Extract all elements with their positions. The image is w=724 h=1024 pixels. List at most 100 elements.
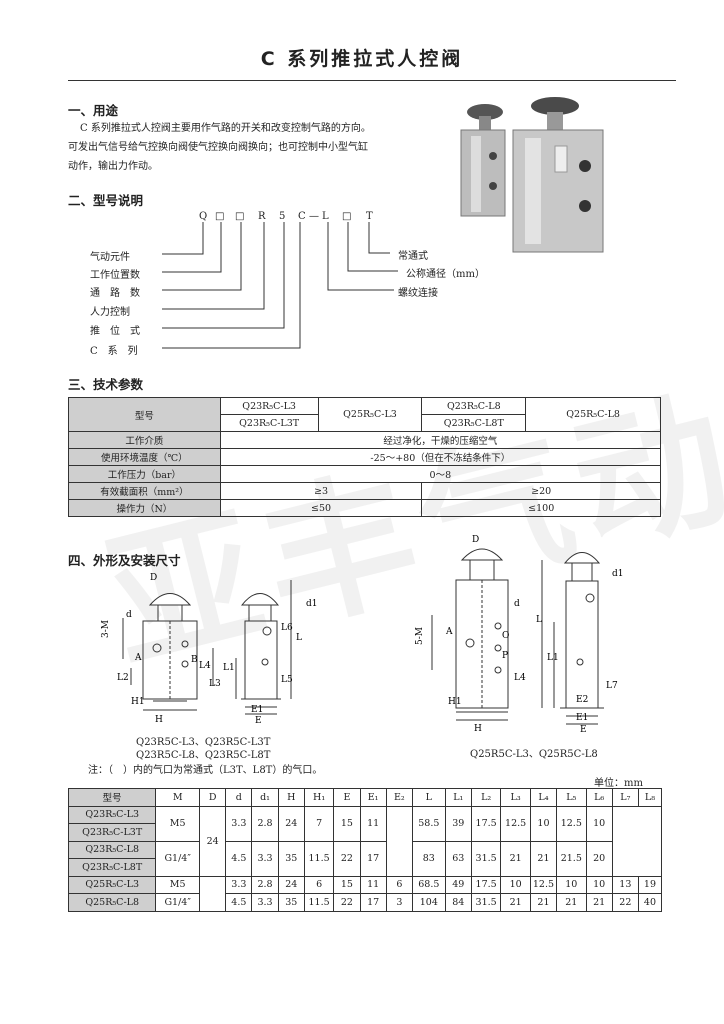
dim-label: H1	[131, 697, 145, 707]
code-c: C	[298, 211, 306, 222]
dim-cell: 11.5	[303, 893, 335, 912]
tech-row-value: 0～8	[219, 465, 662, 483]
dim-cell	[385, 805, 413, 877]
label-series: C 系 列	[90, 346, 138, 357]
dim-header: E₁	[359, 788, 387, 807]
dim-header: E	[333, 788, 361, 807]
dim-cell: 4.5	[225, 893, 253, 912]
dim-cell: 22	[333, 893, 361, 912]
dim-cell: 35	[277, 840, 305, 877]
dim-label: L1	[547, 653, 559, 663]
page-title: C 系列推拉式人控阀	[260, 48, 464, 70]
dim-m: M5	[155, 805, 201, 842]
dim-cell: 21	[585, 893, 613, 912]
drawing-note: 注：（ ）内的气口为常通式（L3T、L8T）的气口。	[88, 765, 323, 776]
tech-force-label: 操作力（N）	[68, 499, 221, 517]
label-positions: 工作位置数	[90, 270, 140, 281]
tech-row-label: 使用环境温度（℃）	[68, 448, 221, 466]
dim-header: E₂	[385, 788, 413, 807]
tech-area-label: 有效截面积（mm²）	[68, 482, 221, 500]
code-q: Q	[199, 211, 208, 222]
label-normally-open: 常通式	[398, 251, 428, 262]
dim-header: L₄	[529, 788, 558, 807]
dim-cell: 21	[500, 840, 531, 877]
dim-cell: 31.5	[470, 840, 502, 877]
dim-cell: 21	[529, 893, 558, 912]
dim-cell: 10	[556, 875, 587, 894]
tech-force-small: ≤50	[219, 499, 423, 517]
dim-cell: 40	[637, 893, 663, 912]
dim-m: M5	[155, 875, 201, 894]
dim-header: L₆	[585, 788, 613, 807]
dim-cell: 24	[277, 875, 305, 894]
dim-model: Q25R₅C-L3	[67, 875, 157, 894]
dim-cell: 10	[585, 805, 613, 842]
dim-cell: 10	[500, 875, 531, 894]
dim-cell: 3.3	[225, 875, 253, 894]
dim-label: d	[514, 599, 520, 609]
dim-cell: 58.5	[411, 805, 446, 842]
tech-col-c-bottom: Q23R₅C-L8T	[421, 414, 527, 432]
tech-row-label: 工作介质	[68, 431, 221, 449]
dim-cell: 21	[556, 893, 587, 912]
dim-cell: 4.5	[225, 840, 253, 877]
dim-label: 5-M	[415, 627, 425, 645]
dim-cell: 3.3	[251, 840, 279, 877]
dim-label: 3-M	[101, 620, 111, 638]
model-heading: 二、型号说明	[68, 193, 144, 208]
dim-cell: 22	[333, 840, 361, 877]
dim-model: Q23R₅C-L8T	[67, 858, 157, 877]
dim-label: A	[134, 653, 142, 663]
dim-cell: 49	[444, 875, 472, 894]
dim-header: d	[225, 788, 253, 807]
dim-cell: 12.5	[529, 875, 558, 894]
dim-model: Q23R₅C-L3	[67, 805, 157, 824]
tech-col-a-top: Q23R₅C-L3	[219, 397, 319, 415]
tech-model-header: 型号	[68, 397, 221, 432]
dim-cell: 2.8	[251, 805, 279, 842]
dim-cell: 11.5	[303, 840, 335, 877]
dim-cell: 6	[303, 875, 335, 894]
title-divider	[68, 80, 676, 81]
dim-header: H₁	[303, 788, 335, 807]
code-box-3: □	[342, 211, 352, 222]
usage-line-2: 可发出气信号给气控换向阀使气控换向阀换向；也可控制中小型气缸	[68, 142, 368, 153]
model-code-leaders	[162, 222, 398, 349]
dim-label: L2	[117, 673, 129, 683]
caption-q25: Q25R5C-L3、Q25R5C-L8	[470, 749, 598, 760]
dim-cell: 3.3	[251, 893, 279, 912]
caption-q23-l3: Q23R5C-L3、Q23R5C-L3T	[136, 737, 271, 748]
dim-label: L1	[223, 663, 235, 673]
usage-text: C 系列推拉式人控阀主要用作气路的开关和改变控制气路的方向。 可发出气信号给气控…	[68, 119, 440, 176]
dim-label: L4	[514, 673, 526, 683]
dim-cell: 84	[444, 893, 472, 912]
dim-cell: 83	[411, 840, 446, 877]
dim-cell: 12.5	[556, 805, 587, 842]
dim-header: L₂	[470, 788, 502, 807]
usage-line-3: 动作，输出力作动。	[68, 161, 158, 172]
dim-label: B	[191, 655, 198, 665]
dim-label: L	[536, 615, 542, 625]
dim-label: H1	[448, 697, 462, 707]
label-push: 推 位 式	[90, 326, 140, 337]
dim-cell: 3	[385, 893, 413, 912]
dimension-table: 型号 M D d d₁ H H₁ E E₁ E₂ L L₁ L₂ L₃ L₄ L…	[67, 788, 663, 912]
dim-cell: 10	[529, 805, 558, 842]
dim-cell: 20	[585, 840, 613, 877]
tech-heading: 三、技术参数	[68, 377, 144, 392]
dim-cell: 21	[500, 893, 531, 912]
code-box-2: □	[235, 211, 245, 222]
dim-model: Q25R₅C-L8	[67, 893, 157, 912]
dim-header: L	[411, 788, 446, 807]
tech-row-value: 经过净化，干燥的压缩空气	[219, 431, 662, 449]
dims-heading: 四、外形及安装尺寸	[68, 553, 181, 568]
dim-cell: 15	[333, 875, 361, 894]
dim-header: L₁	[444, 788, 472, 807]
code-l: L	[322, 211, 329, 222]
dim-header: d₁	[251, 788, 279, 807]
dim-cell: 15	[333, 805, 361, 842]
dim-label: E2	[576, 695, 588, 705]
dim-header: D	[199, 788, 227, 807]
dim-cell: 13	[611, 875, 639, 894]
dim-header: L₅	[556, 788, 587, 807]
